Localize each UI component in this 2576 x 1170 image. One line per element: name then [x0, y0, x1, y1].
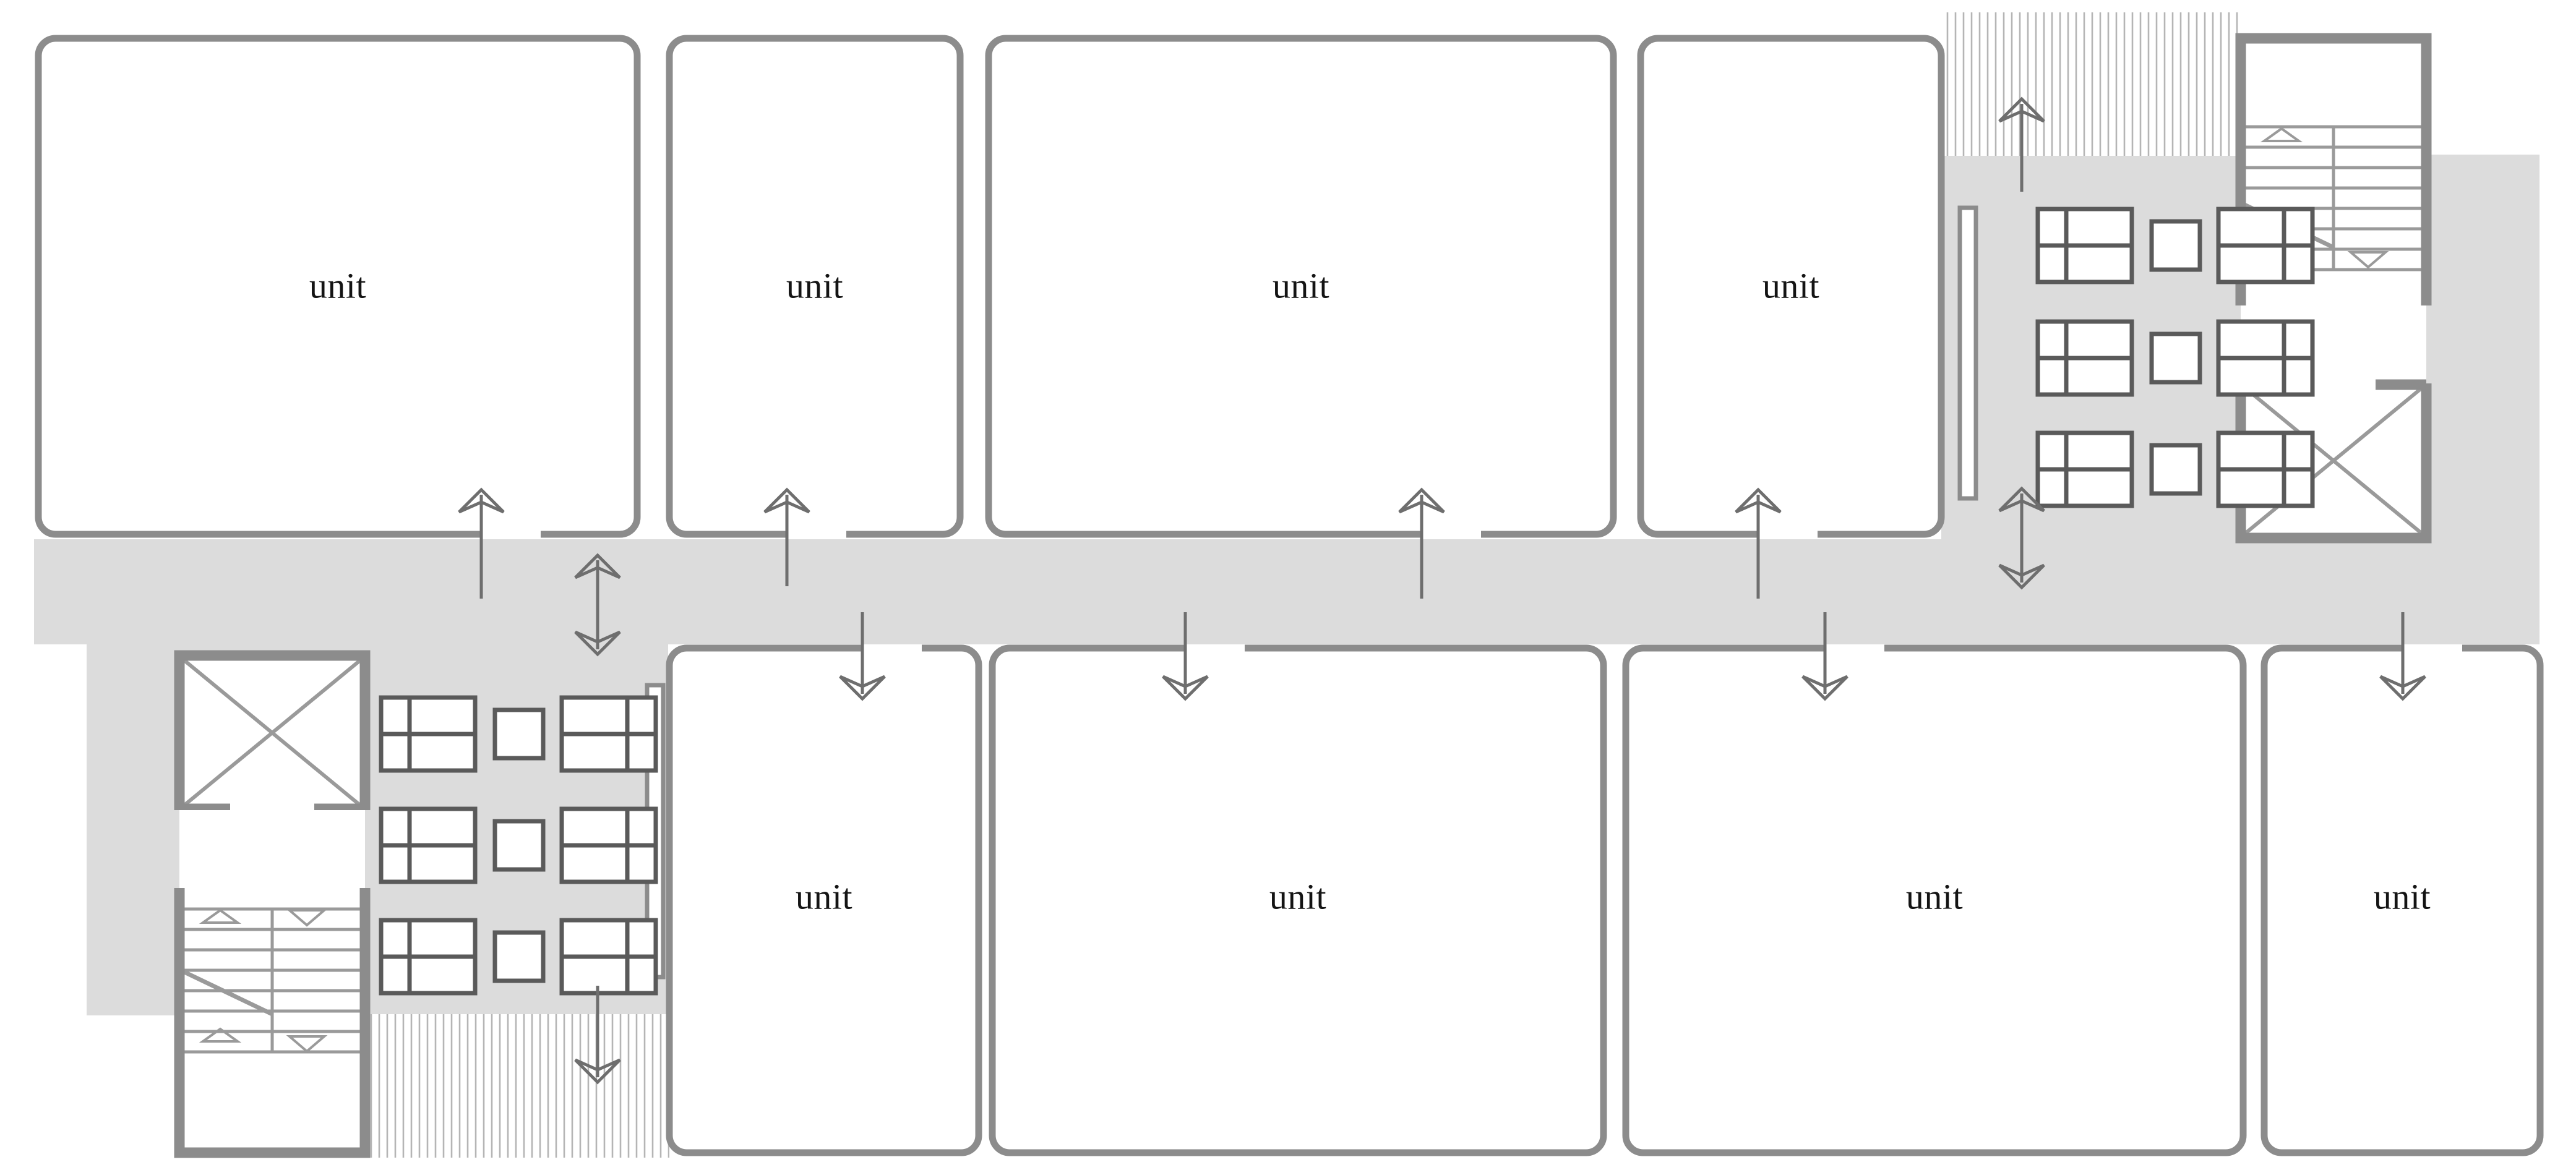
- unit-top-2[interactable]: unit: [666, 35, 964, 538]
- unit-top-3[interactable]: unit: [985, 35, 1617, 538]
- arrow-up-into-unit-top-3: [1398, 487, 1445, 599]
- unit-top-3-label: unit: [1273, 265, 1329, 305]
- unit-top-3-walls: [985, 35, 1617, 538]
- unit-bottom-2-label: unit: [1269, 876, 1326, 916]
- unit-bottom-1-label: unit: [796, 876, 852, 916]
- core-top-right-elevator-cross-b: [2244, 386, 2423, 535]
- core-bottom-left-elevator-cross-b: [183, 659, 361, 807]
- furniture-window-pane-left: [379, 806, 478, 884]
- bottom-row-units: unit unit unit unit: [666, 644, 2544, 1156]
- furniture-window-pane-left: [379, 918, 478, 996]
- furniture-window-pane-right: [559, 695, 658, 773]
- unit-bottom-1[interactable]: unit: [666, 644, 982, 1156]
- unit-bottom-4[interactable]: unit: [2260, 644, 2544, 1156]
- furniture-small-square: [492, 707, 546, 761]
- furniture-window-pane-left: [2035, 319, 2134, 397]
- core-bottom-left-stair-down-marker-2-icon: [286, 1035, 328, 1053]
- furniture-small-square: [2149, 443, 2202, 496]
- core-bottom-left[interactable]: [174, 650, 371, 1158]
- unit-bottom-3-walls: [1622, 644, 2247, 1156]
- hatch-zone-bottom: [365, 1014, 669, 1158]
- furniture-window-pane-left: [2035, 430, 2134, 508]
- furniture-cluster-top-right: [2035, 207, 2315, 508]
- core-top-right-stair-walls: [2235, 33, 2432, 305]
- arrow-down-into-unit-bottom-2: [1162, 612, 1209, 701]
- unit-top-4[interactable]: unit: [1637, 35, 1945, 538]
- hatch-zone-top: [1941, 12, 2241, 156]
- unit-top-1-walls: [35, 35, 641, 538]
- furniture-window-pane-right: [2216, 319, 2315, 397]
- core-bottom-left-landing: [179, 810, 365, 888]
- core-bottom-left-stair-walls: [174, 888, 371, 1158]
- unit-top-4-walls: [1637, 35, 1945, 538]
- unit-bottom-4-walls: [2260, 644, 2544, 1156]
- arrow-bidirectional-corridor-right: [1998, 486, 2045, 590]
- arrow-down-into-unit-bottom-4: [2379, 612, 2426, 701]
- top-row-units: unit unit unit unit: [35, 35, 1945, 538]
- hatched-zones: [365, 12, 2241, 1158]
- circulation-arrows: [458, 96, 2426, 1085]
- arrow-up-into-unit-top-4: [1735, 487, 1782, 599]
- furniture-cluster-bottom-left: [379, 695, 658, 996]
- arrow-down-into-unit-bottom-3: [1801, 612, 1848, 701]
- furniture-small-square: [492, 819, 546, 872]
- arrow-up-into-unit-top-1: [458, 487, 505, 599]
- core-top-right-stair-down-marker-icon: [2347, 251, 2389, 269]
- furniture-small-square: [492, 930, 546, 983]
- furniture-window-pane-left: [2035, 207, 2134, 284]
- furniture-window-pane-right: [2216, 207, 2315, 284]
- core-top-right-stair-up-marker-icon: [2260, 127, 2303, 142]
- unit-bottom-2[interactable]: unit: [989, 644, 1607, 1156]
- core-top-right[interactable]: [2235, 33, 2432, 544]
- unit-top-1-label: unit: [309, 265, 366, 305]
- furniture-small-square: [2149, 331, 2202, 385]
- arrow-bidirectional-corridor-left: [574, 553, 621, 657]
- core-bottom-left-stair-up-marker-icon: [199, 908, 242, 924]
- unit-top-1[interactable]: unit: [35, 35, 641, 538]
- furniture-window-pane-right: [559, 918, 658, 996]
- unit-bottom-1-walls: [666, 644, 982, 1156]
- core-bottom-left-elevator-walls: [174, 650, 371, 810]
- unit-bottom-3-label: unit: [1906, 876, 1963, 916]
- arrow-up-into-core-top-right: [1998, 96, 2045, 192]
- partition-wall-top-right: [1957, 205, 1978, 501]
- unit-bottom-3[interactable]: unit: [1622, 644, 2247, 1156]
- arrow-down-into-hatch-bottom: [574, 986, 621, 1085]
- core-bottom-left-stair-down-marker-icon: [286, 909, 328, 927]
- core-bottom-left-stair-break-line: [181, 968, 273, 1017]
- furniture-window-pane-right: [559, 806, 658, 884]
- unit-bottom-2-walls: [989, 644, 1607, 1156]
- furniture-small-square: [2149, 219, 2202, 272]
- corridor-main-band: [34, 539, 2540, 644]
- unit-top-2-walls: [666, 35, 964, 538]
- unit-top-2-label: unit: [786, 265, 843, 305]
- arrow-up-into-unit-top-2: [763, 487, 810, 586]
- arrow-down-into-unit-bottom-1: [839, 612, 886, 701]
- unit-bottom-4-label: unit: [2374, 876, 2431, 916]
- core-bottom-left-stair-up-marker-2-icon: [199, 1027, 242, 1043]
- furniture-window-pane-left: [379, 695, 478, 773]
- furniture-window-pane-right: [2216, 430, 2315, 508]
- unit-top-4-label: unit: [1762, 265, 1819, 305]
